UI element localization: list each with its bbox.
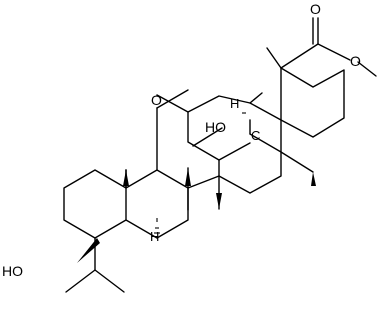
ring-c	[156, 94, 251, 177]
hydroxyl-bottom-label: HO	[2, 263, 23, 279]
stereo-bonds	[77, 112, 316, 263]
h-top-label: H	[230, 96, 239, 111]
c-center-label: C	[251, 128, 260, 143]
methyl-ester-group	[266, 17, 377, 77]
ketone-o-label: O	[151, 92, 162, 108]
methyl-groups	[125, 167, 189, 189]
ester-ether-o-label: O	[350, 53, 361, 69]
ester-carbonyl-o-label: O	[310, 1, 321, 17]
hydroxyl-top-label: HO	[205, 119, 226, 135]
ring-b	[125, 169, 220, 239]
ketone-group	[156, 89, 189, 171]
ring-d	[218, 119, 314, 194]
h-center-label: H	[150, 229, 159, 244]
ring-e	[249, 67, 345, 138]
ring-a	[63, 169, 127, 293]
